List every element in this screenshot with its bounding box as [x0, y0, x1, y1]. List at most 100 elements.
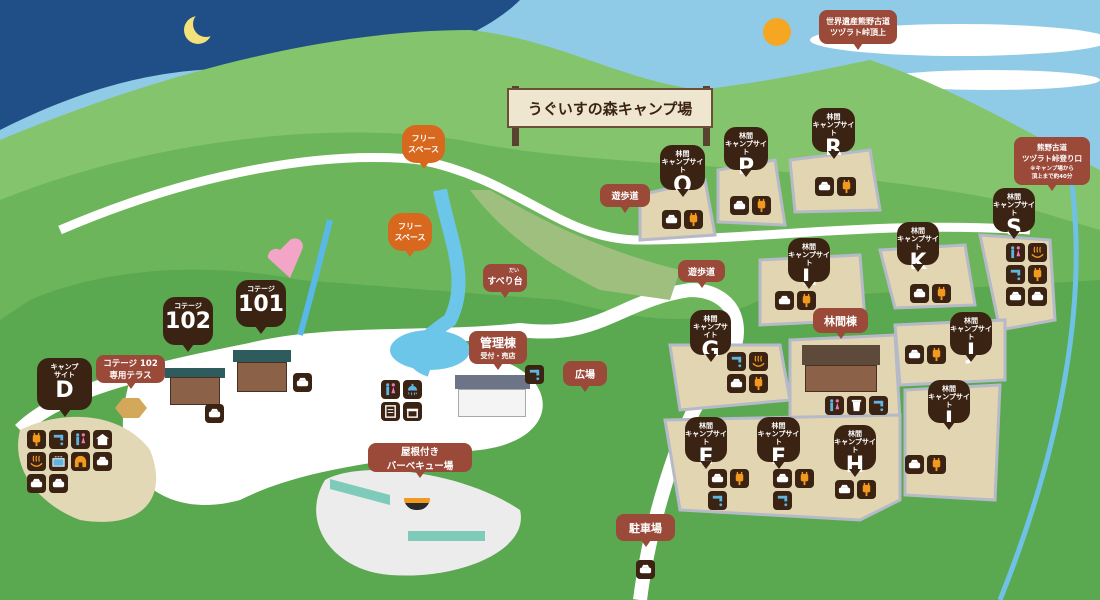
walkway-label: 遊歩道 — [600, 184, 650, 213]
bbq-area-label: 屋根付き バーベキュー場 — [368, 443, 472, 478]
cottage-subtitle: コテージ — [247, 285, 275, 293]
car-icon — [815, 177, 834, 196]
admin-building-label[interactable]: 管理棟 受付・売店 — [469, 331, 527, 370]
bbq-shelter-roof — [408, 531, 485, 541]
site-K-amenities — [910, 284, 951, 303]
forest-hall-roof — [802, 345, 880, 365]
electricity-icon — [857, 480, 876, 499]
admin-title: 管理棟 — [479, 336, 516, 350]
fire-pit-icon — [404, 498, 430, 510]
electricity-icon — [837, 177, 856, 196]
restroom-icon — [1006, 243, 1025, 262]
trailhead-title: 熊野古道 ツヅラト峠登り口 — [1022, 143, 1082, 163]
hot-spring-icon — [749, 352, 768, 371]
car-icon — [27, 474, 46, 493]
car-icon — [205, 404, 224, 423]
trailhead-label: 熊野古道 ツヅラト峠登り口 ※キャンプ場から 頂上まで約40分 — [1014, 137, 1090, 191]
water-icon — [727, 352, 746, 371]
electricity-icon — [684, 210, 703, 229]
site-S-amenities — [1006, 243, 1047, 306]
site-J-amenities — [905, 345, 946, 364]
site-letter: J — [966, 340, 976, 365]
walkway-label: 遊歩道 — [678, 260, 725, 288]
electricity-icon — [27, 430, 46, 449]
car-icon — [1006, 287, 1025, 306]
electricity-icon — [749, 374, 768, 393]
water-icon — [1006, 265, 1025, 284]
sink-icon — [49, 452, 68, 471]
site-subtitle: 林間 キャンプサイト — [725, 132, 767, 156]
site-letter: S — [1006, 216, 1022, 241]
water-icon — [708, 491, 727, 510]
electricity-icon — [927, 345, 946, 364]
water-icon — [525, 365, 544, 384]
car-icon — [708, 469, 727, 488]
campground-title-sign: うぐいすの森キャンプ場 — [507, 88, 713, 128]
car-icon — [727, 374, 746, 393]
car-icon — [835, 480, 854, 499]
restroom-icon — [71, 430, 90, 449]
free-space-label: フリー スペース — [402, 125, 445, 169]
vending-icon — [381, 402, 400, 421]
site-subtitle: 林間 キャンプサイト — [928, 385, 970, 409]
site-letter: I — [944, 408, 954, 433]
site-subtitle: 林間 キャンプサイト — [685, 422, 727, 446]
trash-icon — [847, 396, 866, 415]
site-H-amenities — [835, 480, 876, 499]
restroom-icon — [825, 396, 844, 415]
restroom-icon — [381, 380, 400, 399]
shelter-icon — [93, 430, 112, 449]
car-icon — [910, 284, 929, 303]
site-subtitle: 林間 キャンプサイト — [950, 317, 992, 341]
site-subtitle: 林間 キャンプサイト — [812, 113, 855, 137]
site-letter: H — [845, 453, 865, 478]
cottage-102-roof — [165, 368, 225, 378]
electricity-icon — [932, 284, 951, 303]
car-icon — [293, 373, 312, 392]
cottage-number: 101 — [238, 292, 284, 317]
site-F-amenities — [773, 469, 814, 510]
slide-ruby: だい — [508, 268, 519, 274]
slide-text: すべり台 — [487, 277, 523, 287]
site-letter: L — [801, 266, 817, 291]
electricity-icon — [927, 455, 946, 474]
forest-hall-amenities — [825, 396, 888, 415]
hot-spring-icon — [27, 452, 46, 471]
car-icon — [730, 196, 749, 215]
parking-label: 駐車場 — [616, 514, 675, 547]
summit-label: 世界遺産熊野古道 ツヅラト峠頂上 — [819, 10, 897, 50]
water-icon — [869, 396, 888, 415]
plaza-label: 広場 — [563, 361, 607, 392]
admin-building — [458, 389, 526, 417]
site-subtitle: 林間 キャンプサイト — [661, 150, 704, 174]
shower-icon — [403, 380, 422, 399]
site-R-amenities — [815, 177, 856, 196]
parking-amenities — [636, 560, 655, 579]
site-subtitle: 林間 キャンプサイト — [897, 227, 939, 251]
free-space-label: フリー スペース — [388, 213, 432, 257]
site-D-amenities — [27, 430, 112, 493]
site-letter: E — [698, 445, 714, 470]
admin-water-tap — [525, 365, 544, 384]
car-icon — [1028, 287, 1047, 306]
car-icon — [905, 345, 924, 364]
car-icon — [662, 210, 681, 229]
site-subtitle: 林間 キャンプサイト — [834, 430, 876, 454]
site-subtitle: 林間 キャンプサイト — [993, 193, 1035, 217]
